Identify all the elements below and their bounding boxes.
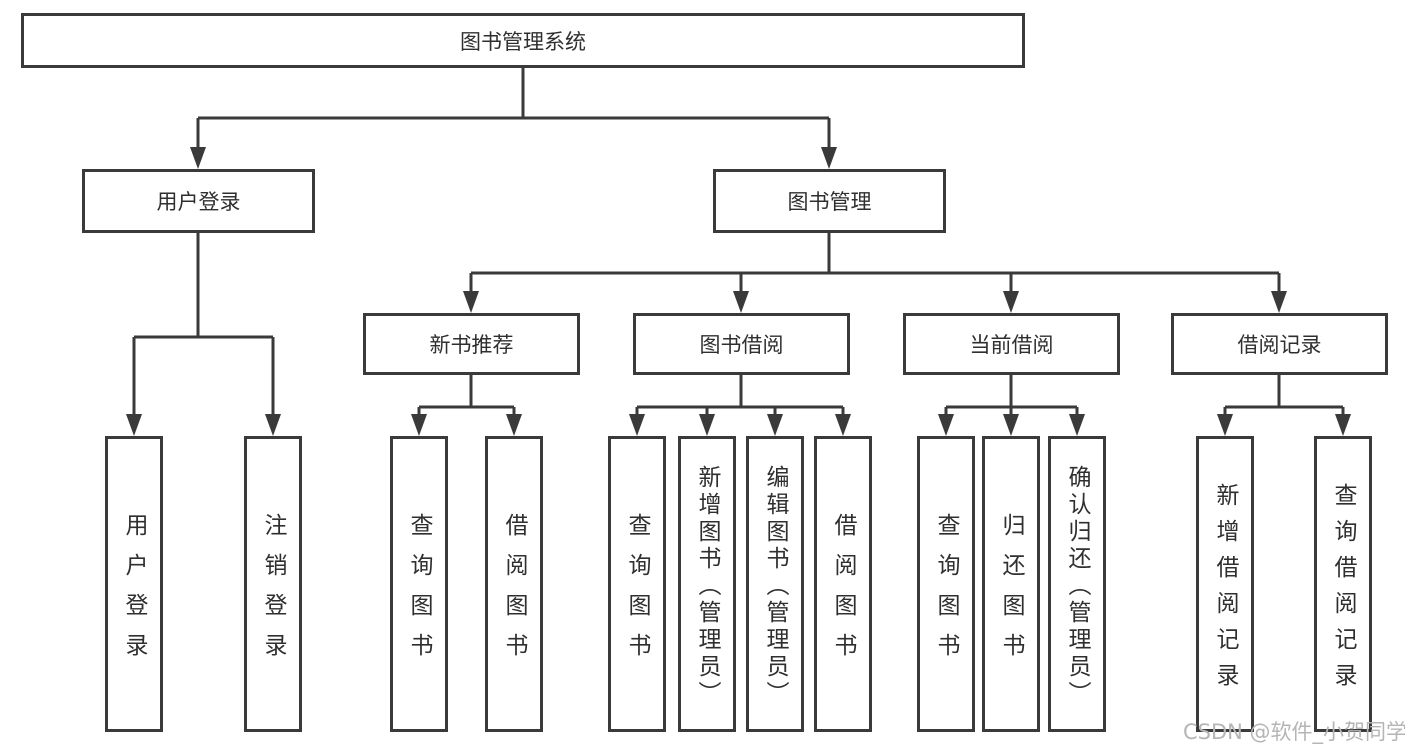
node-current-borrow: 当前借阅 bbox=[903, 313, 1120, 375]
watermark: CSDN @软件_小贺同学 bbox=[1183, 720, 1405, 744]
leaf-query-books-borrow: 查询图书 bbox=[608, 436, 666, 732]
leaf-add-borrow-record: 新增借阅记录 bbox=[1196, 436, 1254, 732]
node-new-book-recommend: 新书推荐 bbox=[363, 313, 580, 375]
leaf-confirm-return-admin: 确认归还（管理员） bbox=[1048, 436, 1106, 732]
leaf-return-books: 归还图书 bbox=[982, 436, 1040, 732]
node-user-login: 用户登录 bbox=[82, 169, 315, 233]
leaf-query-books-current: 查询图书 bbox=[917, 436, 975, 732]
node-book-management: 图书管理 bbox=[713, 169, 946, 233]
node-book-borrow: 图书借阅 bbox=[633, 313, 850, 375]
leaf-borrow-books: 借阅图书 bbox=[814, 436, 872, 732]
node-library-system: 图书管理系统 bbox=[21, 13, 1025, 68]
leaf-query-books-recommend: 查询图书 bbox=[390, 436, 448, 732]
leaf-edit-books-admin: 编辑图书（管理员） bbox=[746, 436, 804, 732]
leaf-user-login: 用户登录 bbox=[105, 436, 163, 732]
leaf-add-books-admin: 新增图书（管理员） bbox=[678, 436, 736, 732]
leaf-query-borrow-record: 查询借阅记录 bbox=[1314, 436, 1372, 732]
leaf-logout-login: 注销登录 bbox=[244, 436, 302, 732]
node-borrow-records: 借阅记录 bbox=[1171, 313, 1388, 375]
leaf-borrow-books-recommend: 借阅图书 bbox=[485, 436, 543, 732]
